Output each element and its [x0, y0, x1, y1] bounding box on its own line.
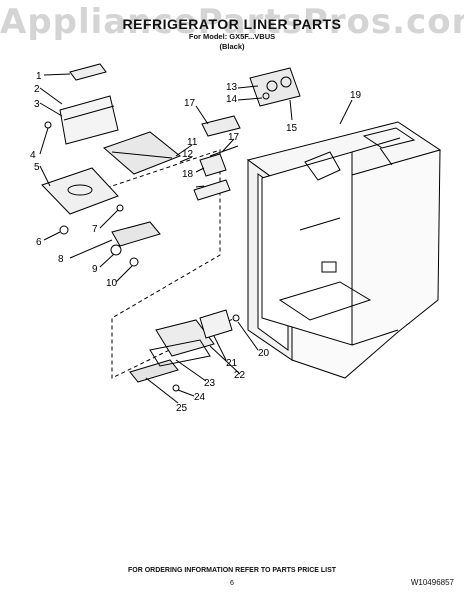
- diagram-title: REFRIGERATOR LINER PARTS: [122, 16, 342, 32]
- callout-25: 8: [58, 254, 64, 265]
- callout-20: 14: [226, 94, 238, 105]
- model-subtitle: For Model: GX5F...VBUS: [188, 32, 276, 41]
- callout-1: 19: [350, 90, 362, 101]
- callout-3: 3: [34, 99, 40, 110]
- callout-22: 17: [184, 98, 196, 109]
- callout-17: 4: [30, 150, 36, 161]
- callout-17b: 20: [258, 348, 270, 359]
- callout-8: 7: [92, 224, 98, 235]
- color-subtitle: (Black): [219, 42, 245, 51]
- callout-15: 21: [226, 358, 238, 369]
- callout-12: 24: [194, 392, 206, 403]
- callout-2: 5: [34, 162, 40, 173]
- callout-10: 10: [106, 278, 118, 289]
- document-number: W10496857: [410, 578, 454, 587]
- callout-14: 22: [234, 370, 246, 381]
- callout-18: 13: [226, 82, 238, 93]
- watermark: AppliancePartsPros.com: [0, 2, 464, 42]
- page-number: 6: [230, 580, 234, 587]
- callout-19: 15: [286, 123, 298, 134]
- callout-9: 9: [92, 264, 98, 275]
- callout-4: 2: [34, 84, 40, 95]
- callout-24: 18: [182, 169, 194, 180]
- callout-23: 17: [228, 132, 240, 143]
- callout-labels: 1 2 3 4 5 6 7 8 9 10 11 12 13 14 15 17 1…: [30, 71, 362, 414]
- callout-6: 6: [36, 237, 42, 248]
- callout-5: 1: [36, 71, 42, 82]
- callout-21: 12: [182, 149, 194, 160]
- callout-7: 11: [187, 137, 198, 148]
- ordering-note: FOR ORDERING INFORMATION REFER TO PARTS …: [127, 567, 337, 574]
- liner-cabinet: [246, 121, 442, 379]
- callout-11: 25: [176, 403, 188, 414]
- callout-13: 23: [204, 378, 216, 389]
